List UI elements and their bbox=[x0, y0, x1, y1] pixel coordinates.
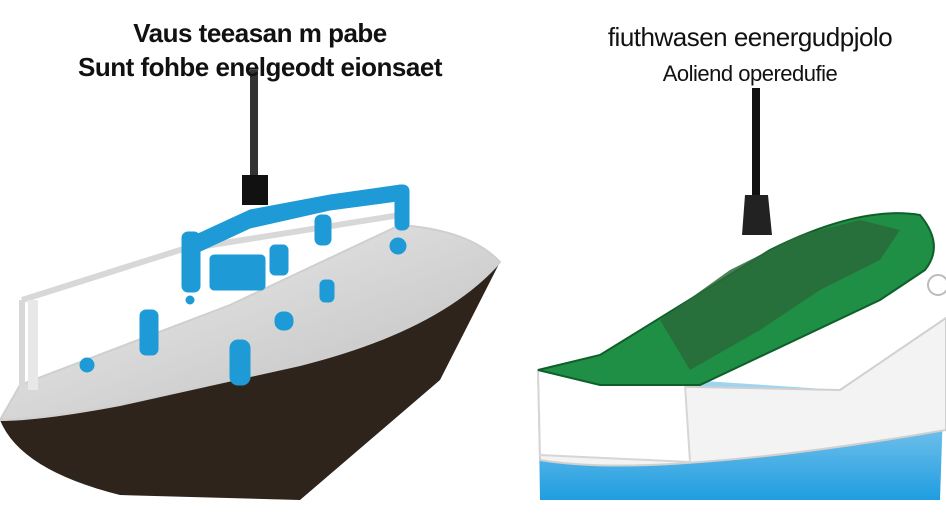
left-panel-subtitle: Sunt fohbe enelgeodt eionsaet bbox=[78, 52, 442, 82]
right-panel-subtitle: Aoliend operedufie bbox=[662, 61, 838, 86]
right-mast bbox=[752, 88, 760, 198]
left-boat bbox=[0, 70, 502, 500]
right-side-fixture bbox=[927, 274, 946, 296]
left-blue-fixtures bbox=[79, 184, 410, 386]
left-deck bbox=[0, 223, 502, 422]
left-mast-box bbox=[242, 175, 268, 205]
left-railing-panel bbox=[28, 300, 38, 390]
left-hull bbox=[0, 262, 500, 500]
right-boat bbox=[536, 88, 946, 500]
left-panel-title: Vaus teeasan m pabe bbox=[133, 18, 387, 48]
right-mast-base bbox=[742, 195, 772, 235]
right-panel-title: fiuthwasen eenergudpjolo bbox=[607, 22, 893, 52]
right-green-texture bbox=[660, 220, 900, 370]
left-mast bbox=[250, 70, 258, 185]
